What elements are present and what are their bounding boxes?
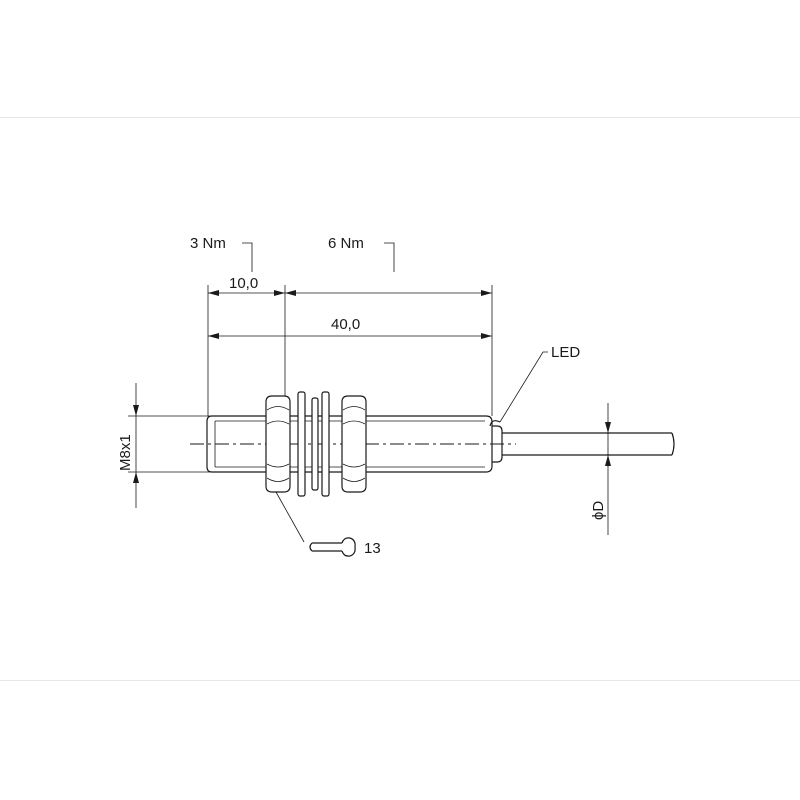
washer-rear	[321, 391, 330, 497]
thread-dimension: M8x1	[117, 383, 212, 508]
torque-rear-annotation: 6 Nm	[328, 235, 395, 272]
torque-front-annotation: 3 Nm	[190, 235, 253, 272]
wrench-leader	[275, 491, 305, 543]
arrow-head	[274, 290, 285, 296]
washer-outline	[311, 397, 319, 491]
nut-chamfer	[342, 420, 366, 425]
wrench-icon	[341, 537, 356, 557]
led-bump	[489, 420, 501, 427]
led-leader	[499, 351, 548, 423]
wrench-size-label: 13	[364, 540, 381, 557]
cable-diameter-dimension: ϕD	[590, 403, 611, 535]
nut-chamfer	[342, 463, 366, 468]
nut-chamfer	[266, 477, 290, 482]
dimension-front-length: 10,0	[208, 275, 492, 296]
cable	[502, 432, 675, 456]
torque-front-label: 3 Nm	[190, 235, 226, 252]
torque-front-leader	[242, 242, 253, 272]
led-callout: LED	[499, 344, 580, 423]
arrow-head	[133, 472, 139, 483]
barrel-outline	[206, 415, 493, 473]
arrow-head	[285, 290, 296, 296]
nut-chamfer	[342, 477, 366, 482]
arrow-head	[481, 290, 492, 296]
cable-break	[671, 432, 675, 456]
hex-nut-rear	[341, 395, 367, 493]
dimension-total-value: 40,0	[331, 316, 360, 333]
led-label: LED	[551, 344, 580, 361]
torque-rear-leader	[384, 242, 395, 272]
arrow-head	[605, 422, 611, 433]
thread-label: M8x1	[117, 434, 134, 471]
dimension-front-value: 10,0	[229, 275, 258, 292]
nut-chamfer	[266, 406, 290, 411]
nut-outline	[265, 395, 291, 493]
nut-outline	[341, 395, 367, 493]
wrench-handle	[309, 542, 342, 552]
cable-diameter-label: ϕD	[590, 501, 607, 520]
arrow-head	[481, 333, 492, 339]
wrench-callout: 13	[275, 491, 381, 557]
hex-nut-front	[265, 395, 291, 493]
arrow-head	[605, 455, 611, 466]
arrow-head	[133, 405, 139, 416]
nut-chamfer	[342, 406, 366, 411]
washer-outline	[297, 391, 306, 497]
nut-chamfer	[266, 463, 290, 468]
washer-middle	[311, 397, 319, 491]
dimension-total-length: 40,0	[208, 316, 492, 339]
frame-top-line	[0, 117, 800, 118]
frame-bottom-line	[0, 680, 800, 681]
washer-outline	[321, 391, 330, 497]
arrow-head	[208, 333, 219, 339]
arrow-head	[208, 290, 219, 296]
torque-rear-label: 6 Nm	[328, 235, 364, 252]
washer-front	[297, 391, 306, 497]
nut-chamfer	[266, 420, 290, 425]
